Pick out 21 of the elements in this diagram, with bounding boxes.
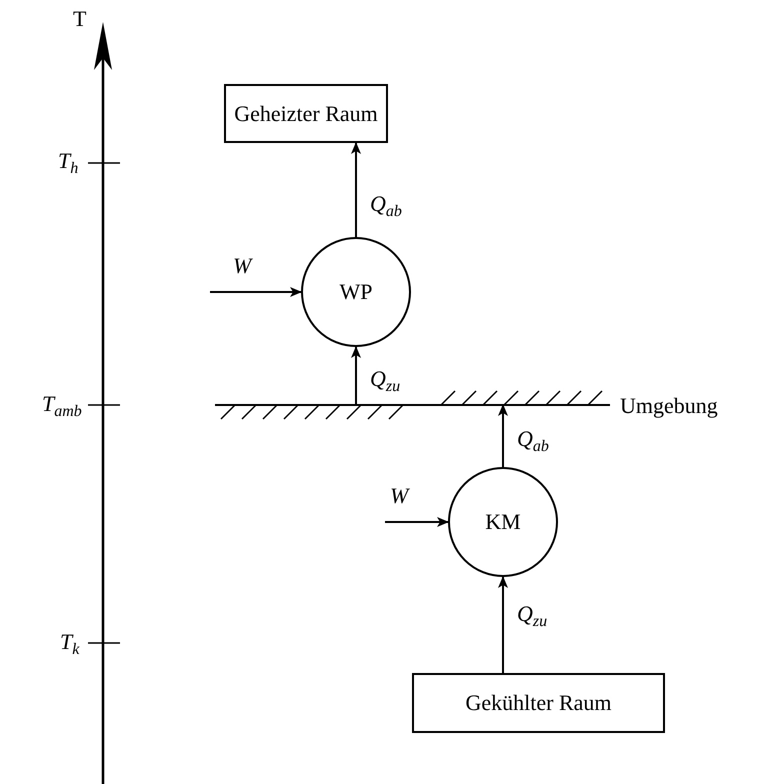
- edge-label: Q$_{ab}$: [517, 428, 549, 455]
- tick-label: T$_{h}$: [58, 150, 78, 177]
- arrow: [498, 404, 508, 467]
- edge-label: W: [390, 485, 408, 507]
- axis-label: T: [73, 8, 86, 30]
- edge-label: W: [233, 255, 252, 277]
- tick-label: T$_{k}$: [60, 631, 80, 658]
- ground-label: Umgebung: [620, 393, 718, 419]
- arrow: [351, 142, 361, 237]
- arrow: [210, 287, 302, 297]
- arrow: [351, 346, 361, 405]
- machine-circle: WP: [301, 237, 411, 347]
- tick-label: T$_{amb}$: [42, 393, 82, 420]
- arrow: [498, 576, 508, 673]
- edge-label: Q$_{zu}$: [517, 603, 548, 630]
- arrow: [385, 517, 449, 527]
- edge-label: Q$_{ab}$: [370, 193, 402, 220]
- room-box: Gekühlter Raum: [412, 673, 665, 733]
- edge-label: Q$_{zu}$: [370, 368, 400, 395]
- machine-circle: KM: [448, 467, 558, 577]
- room-box: Geheizter Raum: [224, 84, 388, 143]
